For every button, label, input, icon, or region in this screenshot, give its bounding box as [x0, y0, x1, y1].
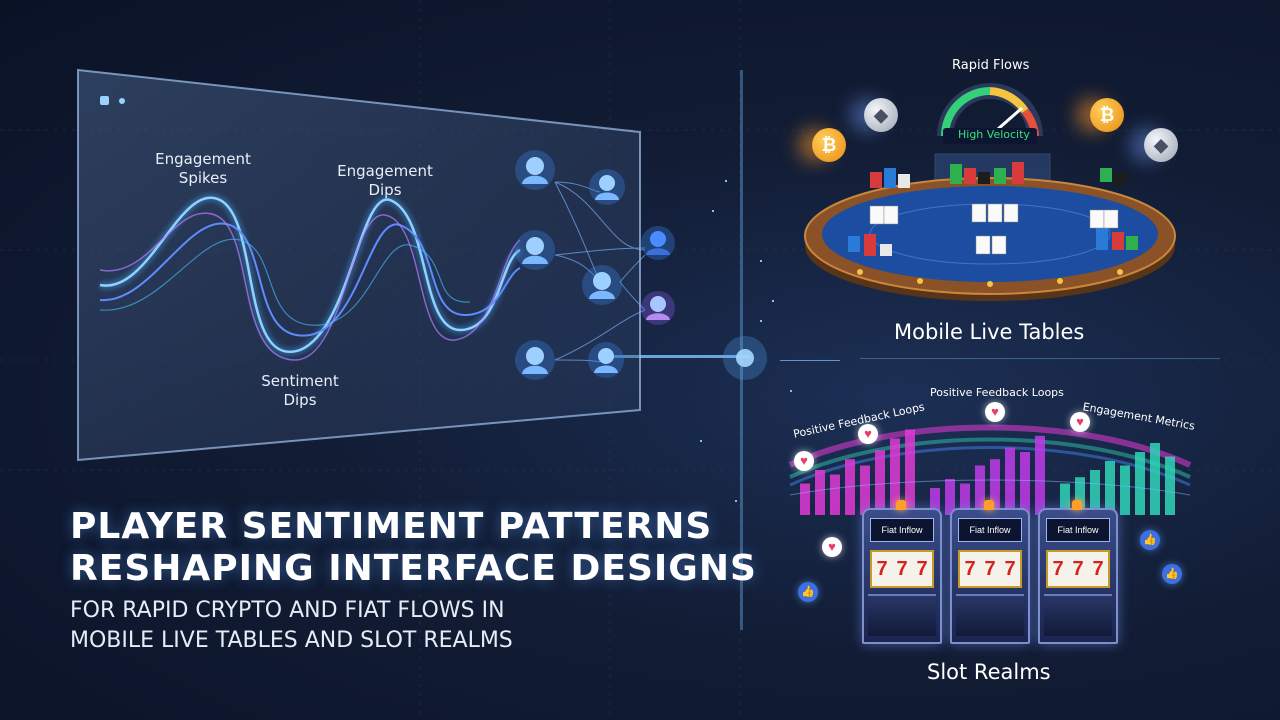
poker-table-illustration	[804, 83, 1176, 301]
heart-icon: ♥	[1070, 412, 1090, 432]
btc-coin-icon: ₿	[1090, 98, 1124, 132]
avatar	[515, 340, 555, 380]
engagement-bar	[1120, 465, 1130, 515]
engagement-bar	[945, 479, 955, 515]
avatar	[515, 150, 555, 190]
engagement-bar	[930, 488, 940, 515]
reel-symbol: 7	[1052, 557, 1064, 580]
heart-icon: ♥	[985, 402, 1005, 422]
reel-symbol: 7	[896, 557, 908, 580]
engagement-bar	[890, 438, 900, 515]
reel-symbol: 7	[876, 557, 888, 580]
engagement-bar	[1165, 456, 1175, 515]
engagement-bar	[1090, 470, 1100, 515]
avatar	[641, 291, 675, 325]
eth-coin-icon: ◆	[1144, 128, 1178, 162]
engagement-bar	[875, 450, 885, 515]
engagement-dips-label: Engagement Dips	[337, 162, 433, 199]
sentiment-dips-label: Sentiment Dips	[261, 372, 339, 409]
engagement-bar	[860, 465, 870, 515]
data-stream	[600, 70, 1220, 630]
engagement-bar	[1105, 461, 1115, 515]
avatar	[582, 265, 622, 305]
subtitle-line-1: FOR RAPID CRYPTO AND FIAT FLOWS IN	[70, 598, 505, 623]
thumbs-up-icon: 👍	[1140, 530, 1160, 550]
avatar-group	[515, 150, 675, 380]
sentiment-waves	[99, 193, 523, 361]
thumbs-up-icon: 👍	[1162, 564, 1182, 584]
reel-symbol: 7	[916, 557, 928, 580]
btc-coin-icon: ₿	[812, 128, 846, 162]
eth-coin-icon: ◆	[864, 98, 898, 132]
engagement-bar	[990, 459, 1000, 515]
engagement-bar	[830, 474, 840, 515]
avatar	[588, 342, 624, 378]
reel-symbol: 7	[1072, 557, 1084, 580]
engagement-bar	[1005, 447, 1015, 515]
slot-screen: Fiat Inflow	[1046, 518, 1110, 542]
reel-symbol: 7	[984, 557, 996, 580]
speed-gauge-icon	[937, 83, 1043, 144]
reel-symbol: 7	[964, 557, 976, 580]
engagement-bar	[975, 465, 985, 515]
engagement-bar	[960, 483, 970, 515]
engagement-spikes-label: Engagement Spikes	[155, 150, 251, 187]
engagement-bar	[1135, 452, 1145, 515]
mobile-live-tables-label: Mobile Live Tables	[894, 320, 1085, 344]
gauge-text: High Velocity	[958, 128, 1030, 141]
engagement-bar	[1075, 477, 1085, 515]
engagement-bar	[845, 459, 855, 515]
rapid-flows-label: Rapid Flows	[952, 58, 1030, 73]
avatar	[515, 230, 555, 270]
subtitle-line-2: MOBILE LIVE TABLES AND SLOT REALMS	[70, 628, 513, 653]
slot-realms-label: Slot Realms	[927, 660, 1051, 684]
avatar	[641, 226, 675, 260]
reel-symbol: 7	[1092, 557, 1104, 580]
heart-icon: ♥	[858, 424, 878, 444]
engagement-bar	[1150, 443, 1160, 515]
thumbs-up-icon: 👍	[798, 582, 818, 602]
engagement-bar	[905, 429, 915, 515]
engagement-bar	[800, 483, 810, 515]
slot-screen: Fiat Inflow	[958, 518, 1022, 542]
headline-line-2: RESHAPING INTERFACE DESIGNS	[70, 548, 757, 589]
positive-feedback-loops-center: Positive Feedback Loops	[930, 386, 1064, 399]
heart-icon: ♥	[822, 537, 842, 557]
engagement-bar	[1060, 483, 1070, 515]
panel-window-icon	[100, 96, 109, 105]
slot-screen: Fiat Inflow	[870, 518, 934, 542]
heart-icon: ♥	[794, 451, 814, 471]
engagement-bar	[1020, 452, 1030, 515]
avatar	[589, 169, 625, 205]
engagement-bars-chart	[788, 424, 1192, 515]
headline-line-1: PLAYER SENTIMENT PATTERNS	[70, 506, 713, 547]
reel-symbol: 7	[1004, 557, 1016, 580]
engagement-bar	[815, 470, 825, 515]
engagement-bar	[1035, 435, 1045, 515]
